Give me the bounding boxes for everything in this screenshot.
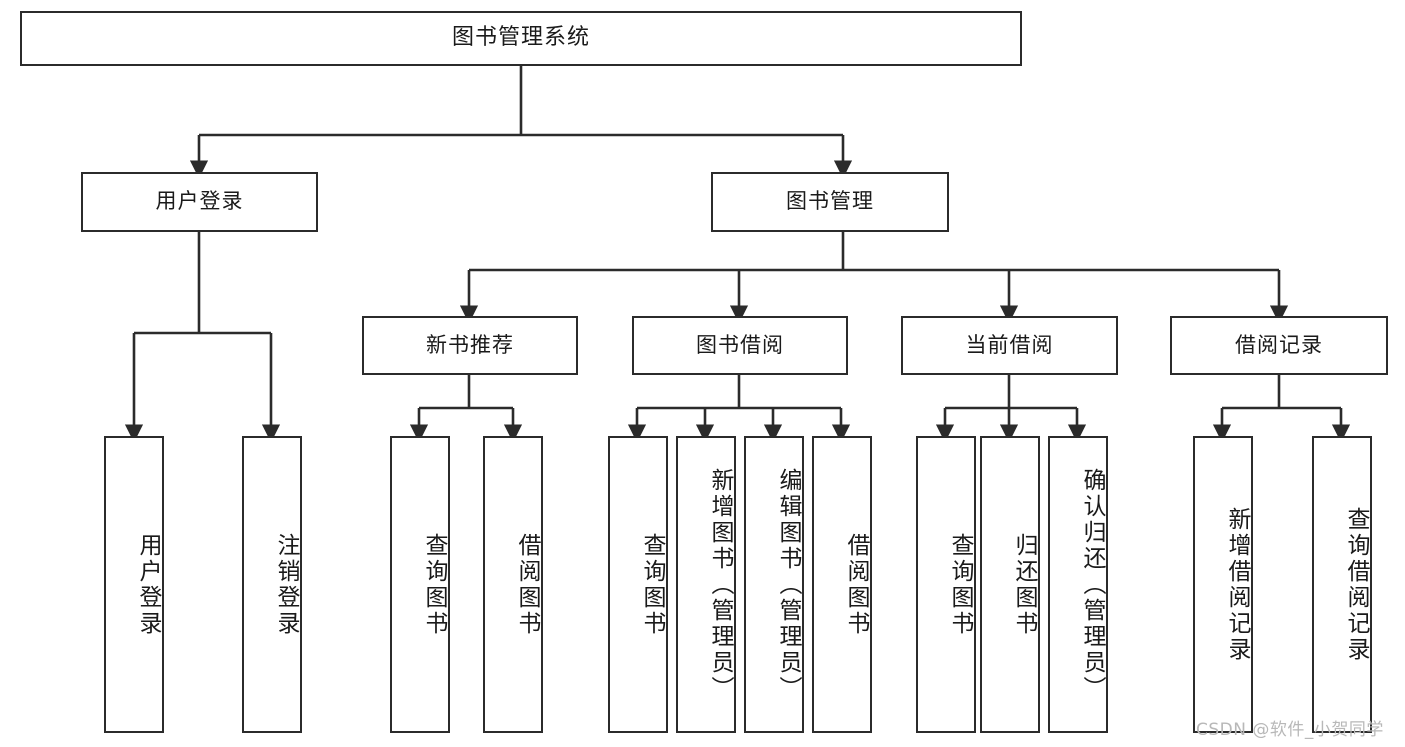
node-label: 图书借阅: [696, 332, 784, 357]
node-label: 图书管理: [786, 189, 874, 214]
node-label: 查询借阅记录: [1343, 506, 1369, 663]
leaf-current-borrow-return[interactable]: 归还图书: [980, 436, 1040, 733]
node-label: 查询图书: [421, 532, 447, 637]
leaf-new-book-query[interactable]: 查询图书: [390, 436, 450, 733]
leaf-borrow-record-add[interactable]: 新增借阅记录: [1193, 436, 1253, 733]
node-label: 图书管理系统: [451, 25, 590, 51]
node-label: 用户登录: [155, 189, 244, 214]
node-label: 借阅图书: [843, 532, 869, 637]
node-label: 当前借阅: [965, 332, 1054, 357]
leaf-current-borrow-confirm-return[interactable]: 确认归还（管理员）: [1048, 436, 1108, 733]
leaf-book-borrow-edit[interactable]: 编辑图书（管理员）: [744, 436, 804, 733]
leaf-borrow-record-query[interactable]: 查询借阅记录: [1312, 436, 1372, 733]
leaf-book-borrow-query[interactable]: 查询图书: [608, 436, 668, 733]
node-label: 编辑图书（管理员）: [775, 467, 801, 702]
leaf-book-borrow-add[interactable]: 新增图书（管理员）: [676, 436, 736, 733]
node-new-book-recommend[interactable]: 新书推荐: [362, 316, 578, 375]
node-label: 新增借阅记录: [1224, 506, 1250, 663]
leaf-new-book-borrow[interactable]: 借阅图书: [483, 436, 543, 733]
node-root-system[interactable]: 图书管理系统: [20, 11, 1022, 66]
csdn-watermark: CSDN @软件_小贺同学: [1196, 720, 1384, 740]
node-label: 新增图书（管理员）: [707, 467, 733, 702]
node-label: 借阅图书: [514, 532, 540, 637]
node-label: 查询图书: [639, 532, 665, 637]
leaf-book-borrow-borrow[interactable]: 借阅图书: [812, 436, 872, 733]
node-label: 查询图书: [947, 532, 973, 637]
node-label: 注销登录: [273, 532, 299, 637]
leaf-current-borrow-query[interactable]: 查询图书: [916, 436, 976, 733]
node-book-borrow[interactable]: 图书借阅: [632, 316, 848, 375]
node-label: 用户登录: [135, 532, 161, 637]
node-book-management[interactable]: 图书管理: [711, 172, 949, 232]
node-current-borrow[interactable]: 当前借阅: [901, 316, 1118, 375]
leaf-user-login-login[interactable]: 用户登录: [104, 436, 164, 733]
node-label: 归还图书: [1011, 532, 1037, 637]
node-label: 借阅记录: [1235, 332, 1323, 357]
node-borrow-record[interactable]: 借阅记录: [1170, 316, 1388, 375]
node-user-login[interactable]: 用户登录: [81, 172, 318, 232]
leaf-user-login-logout[interactable]: 注销登录: [242, 436, 302, 733]
node-label: 确认归还（管理员）: [1079, 467, 1105, 702]
node-label: 新书推荐: [426, 332, 514, 357]
